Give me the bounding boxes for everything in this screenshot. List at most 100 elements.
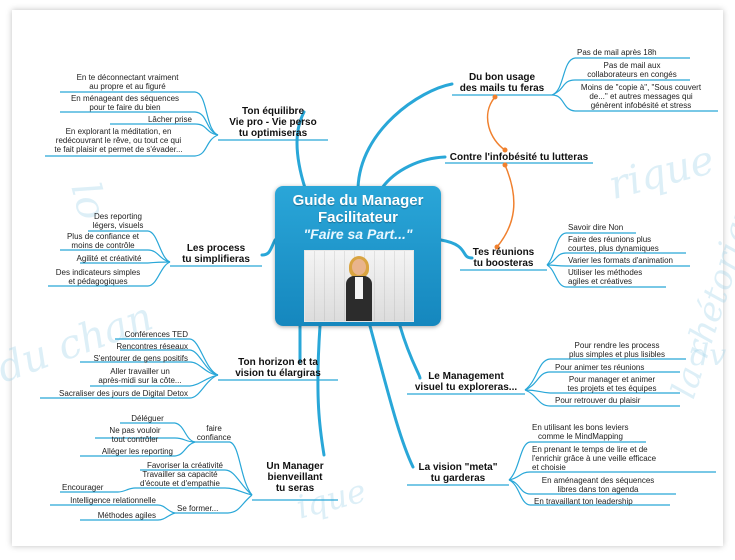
leaf-reunions-line: courtes, plus dynamiques xyxy=(568,244,659,253)
branch-meta-label-1: La vision "meta" xyxy=(418,462,498,473)
branch-bienveillant-label-2: bienveillant xyxy=(267,472,323,483)
branch-mails-label-1: Du bon usage xyxy=(468,72,536,83)
leaf-meta-line: En prenant le temps de lire et de xyxy=(532,445,648,454)
leaf-bienveillant[interactable]: Déléguer xyxy=(131,414,164,423)
leaf-process[interactable]: Plus de confiance et moins de contrôle xyxy=(58,232,148,250)
leaf-mails[interactable]: Moins de "copie à", "Sous couvert de..."… xyxy=(566,83,716,110)
person-shirt xyxy=(355,277,363,299)
leaf-bienveillant[interactable]: Intelligence relationnelle xyxy=(70,496,156,505)
leaf-equilibre[interactable]: En explorant la méditation, en redécouvr… xyxy=(42,127,195,154)
leaf-equilibre[interactable]: En ménageant des séquences pour te faire… xyxy=(55,94,195,112)
person-head xyxy=(352,259,366,275)
leaf-mails-line: de..." et autres messages qui xyxy=(589,92,693,101)
leaf-meta[interactable]: En travaillant ton leadership xyxy=(534,497,633,506)
branch-reunions-label-2: tu boosteras xyxy=(473,258,534,269)
branch-mails-label-2: des mails tu feras xyxy=(459,83,545,94)
subnode-faire-confiance[interactable]: faire confiance xyxy=(196,424,232,442)
branch-equilibre[interactable]: Ton équilibre Vie pro - Vie perso tu opt… xyxy=(218,106,328,139)
leaf-process-line: et pédagogiques xyxy=(68,277,128,286)
leaf-mails-line: génèrent infobésité et stress xyxy=(590,101,692,110)
leaf-horizon[interactable]: S'entourer de gens positifs xyxy=(93,354,188,363)
branch-infobesite[interactable]: Contre l'infobésité tu lutteras xyxy=(445,152,593,163)
leaf-process-line: Plus de confiance et xyxy=(66,232,140,241)
leaf-equilibre[interactable]: En te déconnectant vraiment au propre et… xyxy=(60,73,195,91)
leaf-bienveillant[interactable]: Méthodes agiles xyxy=(97,511,156,520)
leaf-bienveillant[interactable]: Encourager xyxy=(62,483,104,492)
leaf-reunions[interactable]: Faire des réunions plus courtes, plus dy… xyxy=(568,235,659,253)
branch-meta[interactable]: La vision "meta" tu garderas xyxy=(407,462,509,484)
leaf-meta[interactable]: En utilisant les bons leviers comme le M… xyxy=(532,423,629,441)
leaf-meta-line: libres dans ton agenda xyxy=(557,485,639,494)
leaf-horizon[interactable]: Rencontres réseaux xyxy=(116,342,188,351)
leaf-management[interactable]: Pour manager et animer tes projets et te… xyxy=(552,375,672,393)
branch-reunions-label-1: Tes réunions xyxy=(472,247,535,258)
leaf-reunions[interactable]: Varier les formats d'animation xyxy=(568,256,673,265)
leaf-mails-line: collaborateurs en congés xyxy=(587,70,677,79)
leaf-equilibre-line: En ménageant des séquences xyxy=(70,94,180,103)
leaf-bienveillant[interactable]: Ne pas vouloir tout contrôler xyxy=(95,426,175,444)
central-title-line1: Guide du Manager xyxy=(292,192,424,209)
central-topic[interactable]: Guide du Manager Facilitateur "Faire sa … xyxy=(275,186,441,326)
leaf-mails[interactable]: Pas de mail après 18h xyxy=(577,48,657,57)
leaf-horizon[interactable]: Conférences TED xyxy=(124,330,188,339)
branch-mails[interactable]: Du bon usage des mails tu feras xyxy=(452,72,552,94)
leaf-management-line: plus simples et plus lisibles xyxy=(568,350,666,359)
leaf-management-line: Pour rendre les process xyxy=(574,341,660,350)
branch-equilibre-label-1: Ton équilibre xyxy=(241,106,305,117)
leaf-meta-line: En aménageant des séquences xyxy=(541,476,655,485)
leaf-horizon[interactable]: Aller travailler un après-midi sur la cô… xyxy=(90,367,190,385)
central-subtitle: "Faire sa Part..." xyxy=(303,226,413,242)
leaf-equilibre-line: En te déconnectant vraiment xyxy=(76,73,179,82)
leaf-process[interactable]: Agilité et créativité xyxy=(76,254,142,263)
leaf-bienveillant-line: d'écoute et d'empathie xyxy=(140,479,220,488)
subnode-faire-confiance-line: faire xyxy=(206,424,222,433)
leaf-horizon[interactable]: Sacraliser des jours de Digital Detox xyxy=(59,389,188,398)
leaf-horizon-line: Aller travailler un xyxy=(110,367,170,376)
leaf-management[interactable]: Pour animer tes réunions xyxy=(555,363,645,372)
leaf-management[interactable]: Pour retrouver du plaisir xyxy=(555,396,641,405)
leaf-process-line: Des reporting xyxy=(93,212,143,221)
branch-management-label-1: Le Management xyxy=(428,371,504,382)
branch-management[interactable]: Le Management visuel tu exploreras... xyxy=(407,371,525,393)
branch-management-label-2: visuel tu exploreras... xyxy=(414,382,518,393)
leaf-bienveillant[interactable]: Favoriser la créativité xyxy=(146,461,223,470)
branch-bienveillant[interactable]: Un Manager bienveillant tu seras xyxy=(252,461,338,494)
leaf-meta-line: comme le MindMapping xyxy=(538,432,623,441)
leaf-reunions-line: Utiliser les méthodes xyxy=(568,268,643,277)
leaf-equilibre[interactable]: Lâcher prise xyxy=(147,115,192,124)
branch-horizon[interactable]: Ton horizon et ta vision tu élargiras xyxy=(218,357,338,379)
leaf-meta-line: et choisie xyxy=(532,463,566,472)
subnode-faire-confiance-line: confiance xyxy=(196,433,232,442)
subnode-se-former[interactable]: Se former... xyxy=(177,504,219,513)
leaf-bienveillant[interactable]: Travailler sa capacité d'écoute et d'emp… xyxy=(135,470,225,488)
leaf-reunions[interactable]: Savoir dire Non xyxy=(568,223,624,232)
leaf-mails[interactable]: Pas de mail aux collaborateurs en congés xyxy=(577,61,687,79)
leaf-process[interactable]: Des indicateurs simples et pédagogiques xyxy=(48,268,148,286)
leaf-meta[interactable]: En prenant le temps de lire et de l'enri… xyxy=(532,445,656,472)
branch-horizon-label-1: Ton horizon et ta xyxy=(238,357,318,368)
leaf-mails-line: Pas de mail aux xyxy=(603,61,661,70)
leaf-bienveillant[interactable]: Alléger les reporting xyxy=(101,447,173,456)
branch-infobesite-label: Contre l'infobésité tu lutteras xyxy=(449,152,589,163)
leaf-mails-line: Moins de "copie à", "Sous couvert xyxy=(580,83,702,92)
branch-process[interactable]: Les process tu simplifieras xyxy=(170,243,262,265)
leaf-process-line: Des indicateurs simples xyxy=(55,268,141,277)
branch-process-label-1: Les process xyxy=(186,243,246,254)
leaf-process[interactable]: Des reporting légers, visuels xyxy=(88,212,148,230)
branch-bienveillant-label-3: tu seras xyxy=(275,483,315,494)
leaf-bienveillant-line: tout contrôler xyxy=(111,435,159,444)
leaf-management-line: tes projets et tes équipes xyxy=(567,384,657,393)
leaf-equilibre-line: te fait plaisir et permet de s'évader... xyxy=(54,145,183,154)
branch-bienveillant-label-1: Un Manager xyxy=(266,461,324,472)
leaf-meta[interactable]: En aménageant des séquences libres dans … xyxy=(532,476,664,494)
leaf-equilibre-line: au propre et au figuré xyxy=(89,82,166,91)
leaf-reunions[interactable]: Utiliser les méthodes agiles et créative… xyxy=(568,268,642,286)
leaf-meta-line: l'enrichir grâce à une veille efficace xyxy=(532,454,657,463)
central-title-line2: Facilitateur xyxy=(317,209,399,226)
leaf-management[interactable]: Pour rendre les process plus simples et … xyxy=(552,341,682,359)
branch-reunions[interactable]: Tes réunions tu boosteras xyxy=(460,247,547,269)
leaf-management-line: Pour manager et animer xyxy=(568,375,656,384)
manager-photo xyxy=(304,250,414,322)
leaf-reunions-line: agiles et créatives xyxy=(568,277,633,286)
